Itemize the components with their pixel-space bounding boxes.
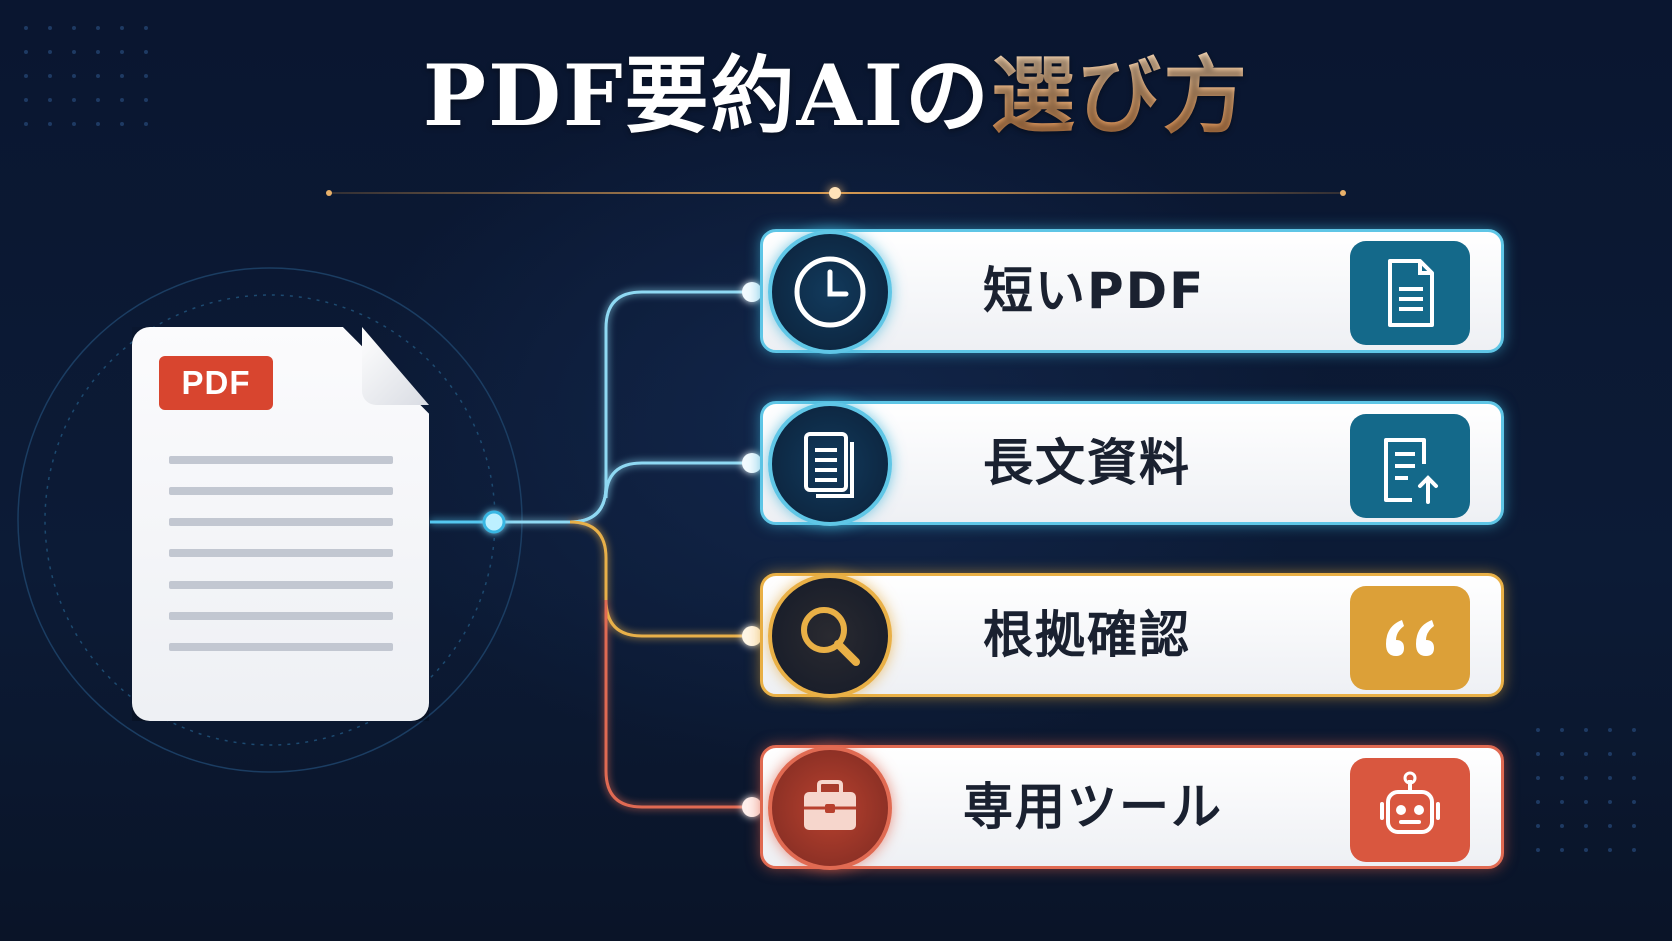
decorative-dot — [1632, 824, 1636, 828]
decorative-dot — [1560, 776, 1564, 780]
decorative-dot — [24, 98, 28, 102]
decorative-dot — [1632, 728, 1636, 732]
decorative-dot — [48, 26, 52, 30]
title-underline-dot-center — [829, 187, 841, 199]
decorative-dot — [1560, 800, 1564, 804]
robot-icon — [1350, 758, 1470, 862]
node-evidence — [742, 626, 762, 646]
decorative-dot — [96, 74, 100, 78]
decorative-dot — [1536, 752, 1540, 756]
decorative-dot — [1632, 752, 1636, 756]
decorative-dot — [1536, 776, 1540, 780]
decorative-dot — [1608, 848, 1612, 852]
hub-node — [482, 510, 506, 534]
decorative-dot — [1536, 848, 1540, 852]
option-label: 専用ツール — [963, 778, 1223, 836]
decorative-dot — [1560, 752, 1564, 756]
decorative-dot — [48, 50, 52, 54]
magnifier-icon — [768, 574, 892, 698]
decorative-dot — [1584, 848, 1588, 852]
decorative-dot — [120, 50, 124, 54]
decorative-dot — [1608, 776, 1612, 780]
decorative-dot — [1536, 728, 1540, 732]
title-underline-dot-left — [326, 190, 332, 196]
decorative-dot — [24, 74, 28, 78]
decorative-dot — [72, 50, 76, 54]
document-line — [169, 643, 393, 651]
decorative-dot — [144, 122, 148, 126]
decorative-dot — [120, 26, 124, 30]
decorative-dot — [48, 98, 52, 102]
document-line — [169, 487, 393, 495]
decorative-dot — [24, 122, 28, 126]
decorative-dot — [96, 98, 100, 102]
document-list-icon — [768, 402, 892, 526]
halo-ring-outer — [17, 267, 523, 773]
decorative-dot — [24, 26, 28, 30]
page-title: PDF要約AIの選び方 — [0, 46, 1672, 147]
decorative-dot — [1584, 776, 1588, 780]
wire-dedicated-tool — [604, 600, 752, 809]
title-main: PDF要約AIの — [422, 46, 992, 145]
document-line — [169, 549, 393, 557]
node-long-doc — [742, 453, 762, 473]
decorative-dot — [48, 74, 52, 78]
decorative-dot — [1584, 824, 1588, 828]
briefcase-icon — [768, 746, 892, 870]
pdf-badge: PDF — [159, 356, 273, 410]
decorative-dot — [1584, 728, 1588, 732]
decorative-dot — [96, 122, 100, 126]
option-label: 長文資料 — [983, 434, 1191, 492]
decorative-dot — [144, 74, 148, 78]
decorative-dot — [1632, 776, 1636, 780]
decorative-dot — [1608, 752, 1612, 756]
decorative-dot — [1632, 800, 1636, 804]
decorative-dot — [144, 50, 148, 54]
decorative-dot — [1584, 800, 1588, 804]
document-icon — [1350, 241, 1470, 345]
quote-icon — [1350, 586, 1470, 690]
decorative-dot — [72, 74, 76, 78]
document-upload-icon — [1350, 414, 1470, 518]
decorative-dot — [120, 122, 124, 126]
option-label: 短いPDF — [983, 262, 1206, 320]
decorative-dot — [1584, 752, 1588, 756]
decorative-dot — [96, 26, 100, 30]
decorative-dot — [96, 50, 100, 54]
decorative-dot — [1560, 848, 1564, 852]
decorative-dot — [1536, 800, 1540, 804]
wire-evidence — [569, 520, 752, 638]
decorative-dot — [72, 98, 76, 102]
title-underline-dot-right — [1340, 190, 1346, 196]
decorative-dot — [1608, 728, 1612, 732]
decorative-dot — [1560, 824, 1564, 828]
decorative-dot — [144, 98, 148, 102]
decorative-dot — [1608, 824, 1612, 828]
document-line — [169, 612, 393, 620]
option-label: 根拠確認 — [983, 606, 1191, 664]
document-line — [169, 581, 393, 589]
decorative-dot — [24, 50, 28, 54]
decorative-dot — [1608, 800, 1612, 804]
decorative-dot — [144, 26, 148, 30]
title-accent: 選び方 — [991, 46, 1250, 145]
node-short-pdf — [742, 282, 762, 302]
node-dedicated-tool — [742, 797, 762, 817]
decorative-dot — [120, 74, 124, 78]
decorative-dot — [1632, 848, 1636, 852]
clock-icon — [768, 230, 892, 354]
decorative-dot — [48, 122, 52, 126]
decorative-dot — [120, 98, 124, 102]
decorative-dot — [72, 26, 76, 30]
wire-long-doc — [569, 461, 752, 524]
decorative-dot — [1536, 824, 1540, 828]
document-line — [169, 518, 393, 526]
decorative-dot — [72, 122, 76, 126]
document-line — [169, 456, 393, 464]
wire-short-pdf — [495, 290, 752, 524]
decorative-dot — [1560, 728, 1564, 732]
